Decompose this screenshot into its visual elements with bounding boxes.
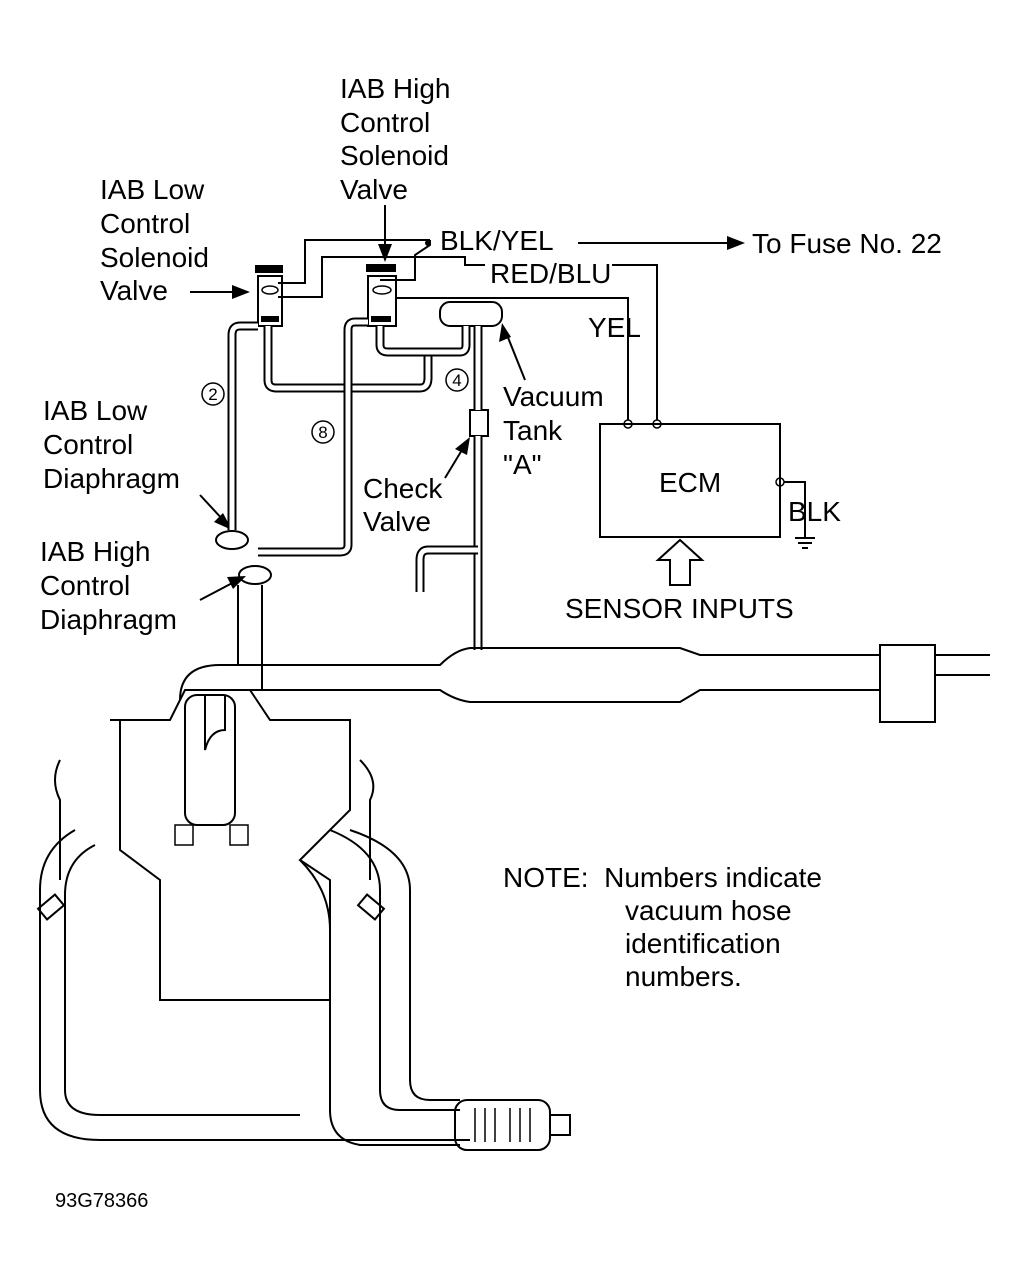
- svg-text:Solenoid: Solenoid: [340, 140, 449, 171]
- svg-text:NOTE: Numbers indicate: NOTE: Numbers indicate: [503, 862, 822, 893]
- hose-number-2: 2: [208, 385, 217, 404]
- wire-yel: YEL: [588, 312, 641, 343]
- label-iab-low-diaphragm: IAB Low Control Diaphragm: [43, 395, 180, 494]
- svg-text:Tank: Tank: [503, 415, 563, 446]
- svg-text:numbers.: numbers.: [625, 961, 742, 992]
- svg-text:Control: Control: [100, 208, 190, 239]
- svg-text:Vacuum: Vacuum: [503, 381, 604, 412]
- note: NOTE: Numbers indicate vacuum hose ident…: [503, 862, 822, 992]
- vacuum-tank-shape: [439, 301, 503, 327]
- svg-text:identification: identification: [625, 928, 781, 959]
- svg-text:IAB High: IAB High: [340, 73, 451, 104]
- label-iab-high-solenoid: IAB High Control Solenoid Valve: [340, 73, 451, 205]
- svg-text:vacuum hose: vacuum hose: [625, 895, 792, 926]
- svg-text:IAB High: IAB High: [40, 536, 151, 567]
- svg-text:Check: Check: [363, 473, 443, 504]
- svg-text:Valve: Valve: [340, 174, 408, 205]
- svg-text:Diaphragm: Diaphragm: [43, 463, 180, 494]
- sensor-input-arrow-icon: [655, 538, 705, 586]
- engine-drawing: [36, 585, 990, 1151]
- hose-number-markers: 2 8 4: [201, 368, 469, 444]
- hose-number-8: 8: [318, 423, 327, 442]
- label-iab-low-solenoid: IAB Low Control Solenoid Valve: [100, 174, 209, 306]
- hose-number-4: 4: [452, 371, 461, 390]
- label-vacuum-tank: Vacuum Tank "A": [503, 381, 604, 480]
- svg-text:Solenoid: Solenoid: [100, 242, 209, 273]
- to-fuse-label: To Fuse No. 22: [752, 228, 942, 259]
- wire-blk: BLK: [788, 496, 841, 527]
- sensor-inputs-label: SENSOR INPUTS: [565, 593, 794, 624]
- ecm-box: [599, 423, 781, 538]
- svg-text:Valve: Valve: [363, 506, 431, 537]
- label-iab-high-diaphragm: IAB High Control Diaphragm: [40, 536, 177, 635]
- svg-text:IAB Low: IAB Low: [43, 395, 148, 426]
- svg-text:Valve: Valve: [100, 275, 168, 306]
- wire-blk-yel: BLK/YEL: [440, 225, 554, 256]
- svg-text:Control: Control: [40, 570, 130, 601]
- label-arrows: [190, 205, 526, 601]
- svg-text:Control: Control: [43, 429, 133, 460]
- check-valve-shape: [469, 409, 489, 437]
- vacuum-hoses: [227, 317, 483, 650]
- svg-text:Control: Control: [340, 107, 430, 138]
- iab-low-diaphragm-shape: [215, 530, 249, 550]
- iab-high-solenoid-valve-shape: [366, 264, 397, 327]
- iab-high-diaphragm-shape: [238, 565, 272, 585]
- svg-text:Diaphragm: Diaphragm: [40, 604, 177, 635]
- svg-text:IAB Low: IAB Low: [100, 174, 205, 205]
- figure-id: 93G78366: [55, 1190, 148, 1212]
- label-check-valve: Check Valve: [363, 473, 443, 537]
- iab-low-solenoid-valve-shape: [255, 265, 283, 327]
- wire-red-blu: RED/BLU: [490, 258, 611, 289]
- svg-text:"A": "A": [503, 449, 542, 480]
- ecm-label: ECM: [659, 467, 721, 498]
